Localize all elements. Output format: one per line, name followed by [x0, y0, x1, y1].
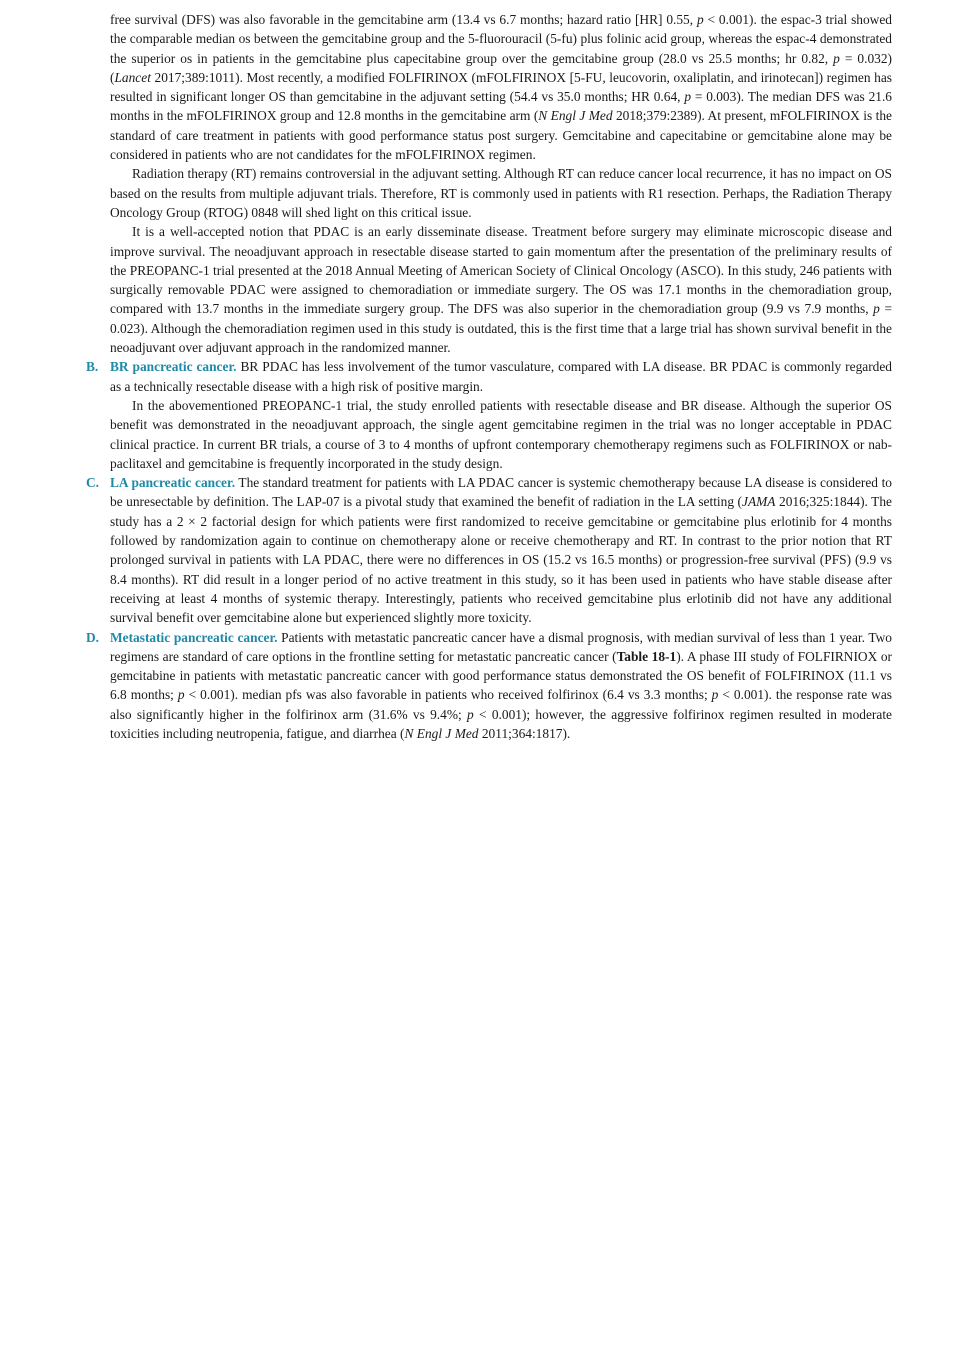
section-la-pancreatic-cancer: C. LA pancreatic cancer. The standard tr… — [86, 473, 892, 627]
section-heading: BR pancreatic cancer. — [110, 359, 237, 375]
section-heading: Metastatic pancreatic cancer. — [110, 629, 278, 645]
section-letter: B. — [86, 359, 99, 375]
section-letter: C. — [86, 475, 100, 491]
citation: N Engl J Med — [538, 108, 613, 124]
section-heading: LA pancreatic cancer. — [110, 475, 236, 491]
section-paragraph: BR pancreatic cancer. BR PDAC has less i… — [110, 359, 893, 394]
section-br-pancreatic-cancer: B. BR pancreatic cancer. BR PDAC has les… — [86, 357, 893, 473]
document-page: free survival (DFS) was also favorable i… — [86, 10, 893, 744]
section-paragraph: LA pancreatic cancer. The standard treat… — [110, 475, 892, 626]
section-metastatic-pancreatic-cancer: D. Metastatic pancreatic cancer. Patient… — [86, 628, 892, 744]
table-reference: Table 18-1 — [616, 648, 677, 664]
paragraph-radiation-therapy: Radiation therapy (RT) remains controver… — [110, 166, 892, 220]
section-paragraph: Metastatic pancreatic cancer. Patients w… — [110, 629, 892, 741]
paragraph-neoadjuvant: It is a well-accepted notion that PDAC i… — [110, 224, 892, 356]
citation: Lancet — [114, 69, 151, 85]
section-paragraph: In the abovementioned PREOPANC-1 trial, … — [110, 397, 892, 471]
citation: JAMA — [742, 494, 776, 510]
section-letter: D. — [86, 629, 100, 645]
paragraph-adjuvant-trials: free survival (DFS) was also favorable i… — [110, 12, 892, 163]
citation: N Engl J Med — [404, 725, 479, 741]
